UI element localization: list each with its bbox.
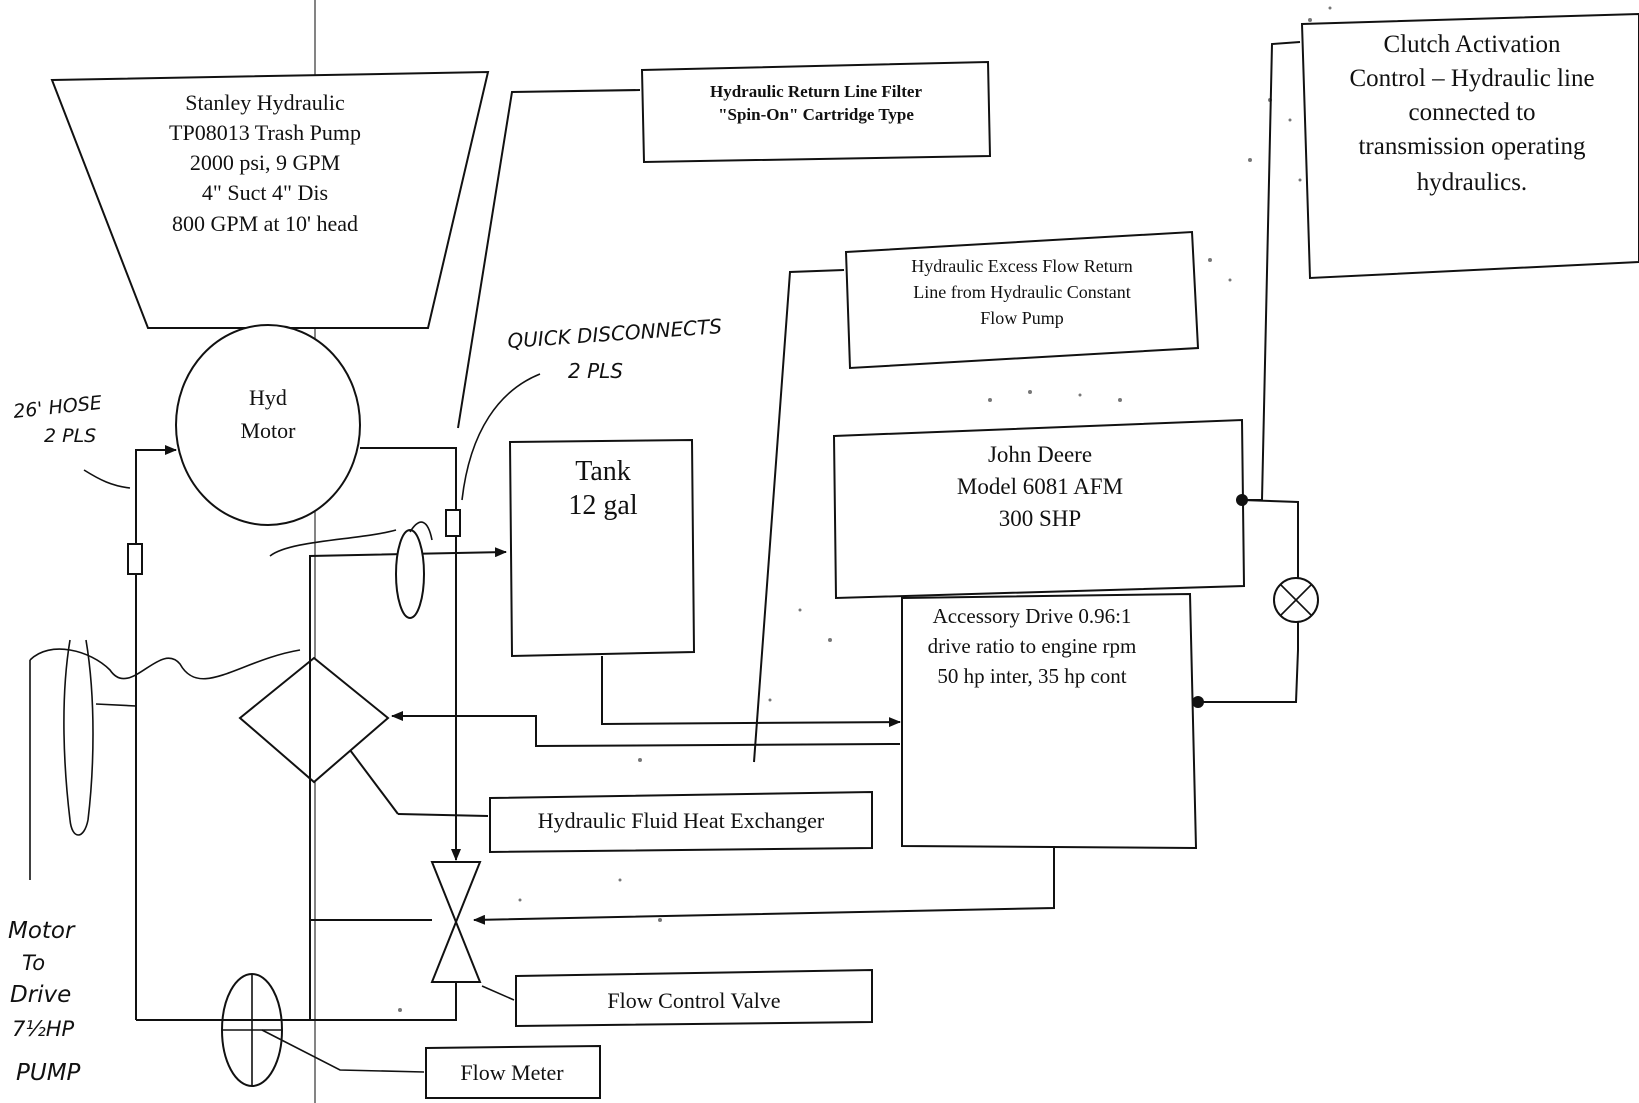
note-motor-3: Drive — [10, 982, 71, 1008]
return-line-filter-box: Hydraulic Return Line Filter "Spin-On" C… — [640, 60, 992, 164]
note-motor-5: PUMP — [16, 1060, 81, 1086]
clutch-line-5: hydraulics. — [1417, 169, 1527, 196]
note-motor-4: 7½HP — [12, 1017, 75, 1041]
clutch-activation-box: Clutch Activation Control – Hydraulic li… — [1300, 12, 1639, 280]
clutch-line-3: connected to — [1408, 99, 1535, 126]
pump-line-3: 2000 psi, 9 GPM — [190, 150, 340, 175]
flow-control-valve: Flow Control Valve — [430, 861, 873, 1028]
excess-flow-line-3: Flow Pump — [980, 308, 1064, 328]
scan-noise — [398, 6, 1332, 1012]
engine-line-3: 300 SHP — [999, 506, 1081, 531]
excess-flow-line-2: Line from Hydraulic Constant — [913, 282, 1130, 302]
note-hose-1: 26' HOSE — [12, 392, 103, 423]
note-hose-2: 2 PLS — [44, 425, 96, 447]
note-motor-2: To — [22, 951, 45, 975]
tank-line-1: Tank — [575, 456, 631, 487]
clutch-line-4: transmission operating — [1358, 133, 1586, 160]
heat-exchanger-label: Hydraulic Fluid Heat Exchanger — [538, 808, 825, 833]
hydraulic-motor: Hyd Motor — [175, 324, 361, 526]
clutch-line-2: Control – Hydraulic line — [1349, 65, 1594, 92]
accessory-line-3: 50 hp inter, 35 hp cont — [937, 664, 1126, 688]
filter-line-2: "Spin-On" Cartridge Type — [718, 105, 914, 124]
engine: John Deere Model 6081 AFM 300 SHP Access… — [832, 418, 1246, 850]
tank: Tank 12 gal — [508, 438, 696, 658]
pump-line-1: Stanley Hydraulic — [185, 90, 345, 115]
note-quick-disconnects-2: 2 PLS — [568, 359, 623, 383]
excess-flow-line-1: Hydraulic Excess Flow Return — [911, 256, 1132, 276]
flow-meter: Flow Meter — [221, 973, 601, 1099]
pump-line-5: 800 GPM at 10' head — [172, 211, 358, 236]
note-motor-1: Motor — [8, 918, 76, 944]
motor-line-2: Motor — [241, 418, 297, 443]
flow-control-valve-label: Flow Control Valve — [607, 988, 780, 1013]
tank-line-2: 12 gal — [568, 490, 637, 521]
engine-line-2: Model 6081 AFM — [957, 474, 1123, 499]
heat-exchanger: Hydraulic Fluid Heat Exchanger — [238, 656, 873, 854]
pump-line-2: TP08013 Trash Pump — [169, 120, 361, 145]
piping — [29, 41, 1319, 1073]
trash-pump: Stanley Hydraulic TP08013 Trash Pump 200… — [50, 70, 490, 329]
motor-line-1: Hyd — [249, 385, 287, 410]
filter-line-1: Hydraulic Return Line Filter — [710, 82, 922, 101]
pump-line-4: 4" Suct 4" Dis — [202, 180, 328, 205]
accessory-line-2: drive ratio to engine rpm — [928, 634, 1137, 658]
engine-line-1: John Deere — [988, 442, 1092, 467]
clutch-line-1: Clutch Activation — [1383, 31, 1561, 58]
accessory-line-1: Accessory Drive 0.96:1 — [933, 604, 1132, 628]
flow-meter-label: Flow Meter — [460, 1060, 564, 1085]
note-quick-disconnects-1: QUICK DISCONNECTS — [507, 314, 723, 353]
excess-flow-return-box: Hydraulic Excess Flow Return Line from H… — [844, 230, 1200, 370]
